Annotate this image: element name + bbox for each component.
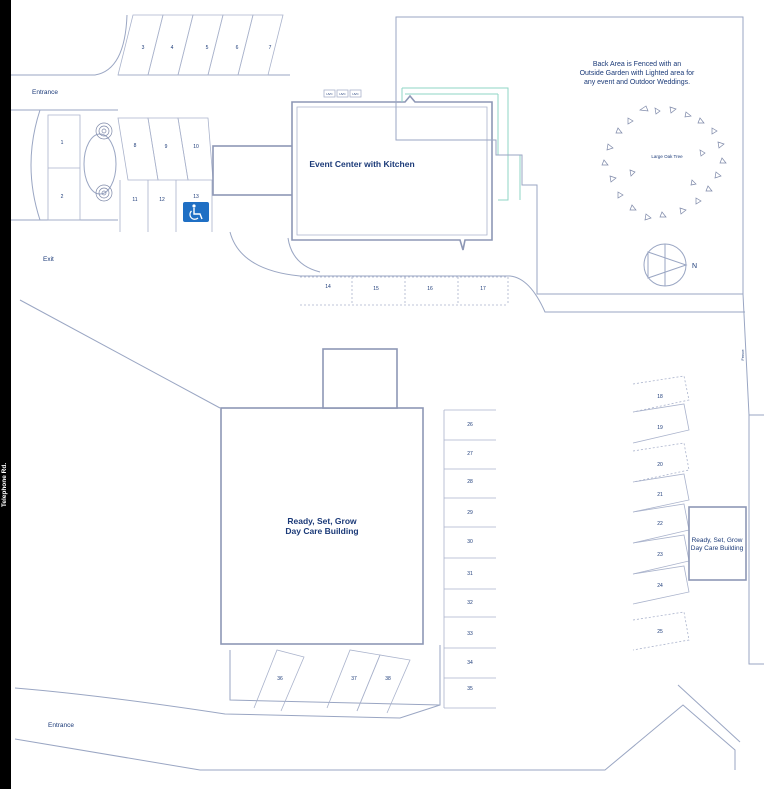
connector-building	[212, 145, 294, 196]
space-7: 7	[269, 45, 272, 51]
event-center-building	[291, 94, 493, 251]
space-34: 34	[467, 660, 473, 666]
space-23: 23	[657, 552, 663, 558]
back-area-line-1: Back Area is Fenced with an	[593, 61, 681, 68]
space-5: 5	[206, 45, 209, 51]
parking-14-17	[300, 276, 509, 306]
event-center-inner	[296, 106, 488, 236]
wheelchair-icon	[183, 202, 209, 222]
daycare-small-building	[688, 506, 747, 581]
space-25: 25	[657, 629, 663, 635]
right-fence-lower	[748, 415, 764, 665]
bottom-road-branch	[677, 684, 741, 743]
space-19: 19	[657, 425, 663, 431]
back-area-fence	[395, 16, 744, 295]
space-6: 6	[236, 45, 239, 51]
space-20: 20	[657, 462, 663, 468]
top-parking-row	[117, 14, 284, 76]
space-17: 17	[480, 286, 486, 292]
space-32: 32	[467, 600, 473, 606]
north-arrow-icon: N	[643, 243, 697, 287]
right-fence-line	[742, 293, 764, 416]
space-10: 10	[193, 144, 199, 150]
left-lot-outline	[30, 109, 118, 221]
entrance-top-label: Entrance	[32, 89, 58, 96]
bottom-angled-parking	[253, 649, 411, 714]
landscape-island	[83, 133, 117, 195]
space-31: 31	[467, 571, 473, 577]
exit-curve	[229, 231, 745, 313]
right-parking-column	[632, 375, 690, 651]
space-24: 24	[657, 583, 663, 589]
space-33: 33	[467, 631, 473, 637]
svg-text:HVC: HVC	[326, 92, 333, 96]
exit-label: Exit	[43, 256, 54, 263]
shrub-top	[95, 122, 113, 140]
svg-text:HVC: HVC	[339, 92, 346, 96]
space-1: 1	[61, 140, 64, 146]
space-29: 29	[467, 510, 473, 516]
entrance-bottom-label: Entrance	[48, 722, 74, 729]
compass-n-label: N	[692, 263, 697, 270]
space-36: 36	[277, 676, 283, 682]
event-center-label: Event Center with Kitchen	[309, 159, 414, 169]
space-35: 35	[467, 686, 473, 692]
daycare-main-building	[220, 407, 424, 645]
space-9: 9	[165, 144, 168, 150]
space-21: 21	[657, 492, 663, 498]
shrub-bottom	[95, 184, 113, 202]
top-road-edge	[11, 14, 128, 76]
diagonal-road-upper	[19, 299, 221, 409]
space-13: 13	[193, 194, 199, 200]
space-37: 37	[351, 676, 357, 682]
daycare-label-line-1: Ready, Set, Grow	[287, 516, 357, 526]
back-area-line-2: Outside Garden with Lighted area for	[580, 70, 695, 77]
road-strip	[0, 0, 11, 789]
space-14: 14	[325, 284, 331, 290]
daycare-label-line-2: Day Care Building	[285, 526, 358, 536]
oak-tree-label: Large Oak Tree	[651, 154, 683, 159]
space-16: 16	[427, 286, 433, 292]
space-28: 28	[467, 479, 473, 485]
space-18: 18	[657, 394, 663, 400]
daycare-annex	[322, 348, 398, 409]
space-22: 22	[657, 521, 663, 527]
fence-label: Fence	[740, 349, 745, 361]
diagonal-road-lower	[14, 687, 441, 719]
space-15: 15	[373, 286, 379, 292]
spaces-1-2	[47, 114, 81, 221]
space-11: 11	[132, 197, 137, 203]
daycare-small-line-2: Day Care Building	[691, 545, 744, 552]
center-parking-column	[443, 409, 496, 709]
space-26: 26	[467, 422, 473, 428]
oak-tree-canopy	[601, 105, 727, 221]
svg-text:HVC: HVC	[352, 92, 359, 96]
garden-walkway	[401, 87, 521, 201]
event-drive-curve	[287, 237, 321, 273]
top-parking-numbers: 3 4 5 6 7	[142, 45, 272, 51]
space-4: 4	[171, 45, 174, 51]
space-2: 2	[61, 194, 64, 200]
daycare-small-line-1: Ready, Set, Grow	[692, 537, 743, 544]
space-27: 27	[467, 451, 473, 457]
space-8: 8	[134, 143, 137, 149]
hvac-units: HVC HVC HVC	[323, 89, 362, 98]
lower-lot-curve	[229, 645, 441, 706]
space-12: 12	[159, 197, 165, 203]
space-30: 30	[467, 539, 473, 545]
parking-11-13	[119, 180, 213, 232]
space-38: 38	[385, 676, 391, 682]
back-area-line-3: any event and Outdoor Weddings.	[584, 79, 690, 86]
space-3: 3	[142, 45, 145, 51]
bottom-road	[14, 704, 736, 771]
